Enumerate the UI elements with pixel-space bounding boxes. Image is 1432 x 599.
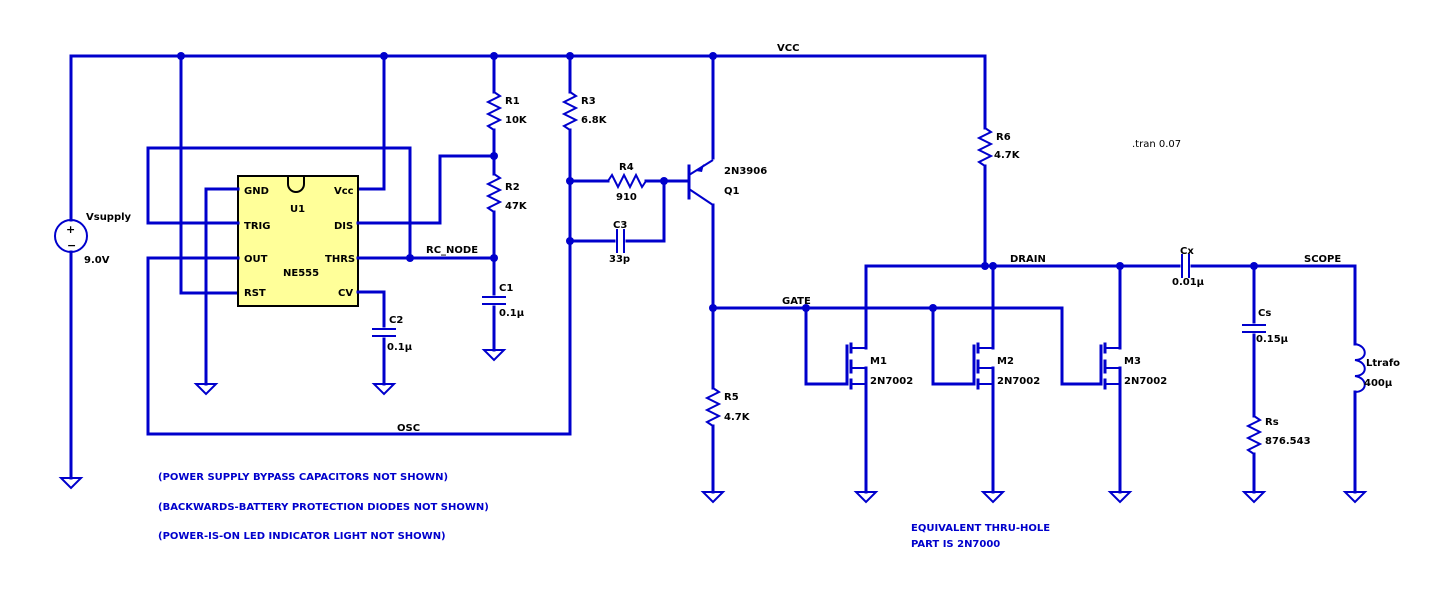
cs-value: 0.15µ [1256, 334, 1289, 345]
rs-value: 876.543 [1265, 436, 1311, 447]
r5-value: 4.7K [724, 412, 751, 423]
r5-resistor [704, 387, 722, 427]
r3-resistor [561, 91, 579, 131]
pin-cv: CV [338, 288, 353, 299]
pin-trig: TRIG [244, 221, 270, 232]
vsupply-value: 9.0V [84, 255, 110, 266]
c1-name: C1 [499, 283, 513, 294]
svg-text:−: − [67, 239, 76, 252]
m2-part: 2N7002 [997, 376, 1040, 387]
pin-gnd: GND [244, 186, 269, 197]
cx-name: Cx [1180, 246, 1194, 257]
pin-thrs: THRS [325, 254, 355, 265]
r3-name: R3 [581, 96, 596, 107]
r2-name: R2 [505, 182, 520, 193]
pin-rst: RST [244, 288, 266, 299]
m3-part: 2N7002 [1124, 376, 1167, 387]
r6-resistor [976, 127, 994, 167]
ic-wiring [146, 146, 572, 436]
r6-value: 4.7K [994, 150, 1021, 161]
ic-ref: U1 [290, 204, 305, 215]
net-label-osc: OSC [397, 423, 420, 434]
ltrafo-value: 400µ [1364, 378, 1393, 389]
note-protection: (BACKWARDS-BATTERY PROTECTION DIODES NOT… [158, 502, 489, 513]
m3-name: M3 [1124, 356, 1141, 367]
pin-out: OUT [244, 254, 268, 265]
pin-vcc: Vcc [334, 186, 354, 197]
cx-value: 0.01µ [1172, 277, 1205, 288]
m1-part: 2N7002 [870, 376, 913, 387]
ic-part: NE555 [283, 268, 319, 279]
net-label-gate: GATE [782, 296, 811, 307]
ltrafo-inductor [1354, 343, 1366, 393]
equiv-note-line1: EQUIVALENT THRU-HOLE [911, 523, 1050, 534]
r1-value: 10K [505, 115, 528, 126]
rs-resistor [1245, 415, 1263, 455]
note-bypass: (POWER SUPPLY BYPASS CAPACITORS NOT SHOW… [158, 472, 448, 483]
m2-mosfet [931, 264, 1006, 504]
c1-value: 0.1µ [499, 308, 525, 319]
m1-mosfet [804, 264, 879, 504]
m3-mosfet [1060, 264, 1133, 504]
q1-part: 2N3906 [724, 166, 767, 177]
r4-value: 910 [616, 192, 637, 203]
cs-name: Cs [1258, 308, 1271, 319]
vcc-rail [69, 52, 987, 480]
c2-name: C2 [389, 315, 403, 326]
svg-text:+: + [66, 223, 75, 236]
vsupply-name: Vsupply [86, 212, 132, 223]
pin-dis: DIS [334, 221, 353, 232]
r1-resistor [485, 91, 503, 131]
q1-name: Q1 [724, 186, 740, 197]
q1-transistor [687, 159, 714, 206]
net-label-rc-node: RC_NODE [426, 245, 478, 256]
note-led: (POWER-IS-ON LED INDICATOR LIGHT NOT SHO… [158, 531, 446, 542]
net-label-vcc: VCC [777, 43, 799, 54]
ground-symbol [58, 477, 84, 490]
r4-name: R4 [619, 162, 634, 173]
m2-name: M2 [997, 356, 1014, 367]
c3-value: 33p [609, 254, 630, 265]
rs-name: Rs [1265, 417, 1279, 428]
r1-name: R1 [505, 96, 520, 107]
vsupply-source: + − [54, 219, 88, 253]
ltrafo-name: Ltrafo [1366, 358, 1400, 369]
m1-name: M1 [870, 356, 887, 367]
r3-value: 6.8K [581, 115, 608, 126]
r4-resistor [607, 172, 647, 190]
r5-name: R5 [724, 392, 739, 403]
r6-name: R6 [996, 132, 1011, 143]
net-label-drain: DRAIN [1010, 254, 1046, 265]
net-label-scope: SCOPE [1304, 254, 1341, 265]
c3-name: C3 [613, 220, 627, 231]
c2-value: 0.1µ [387, 342, 413, 353]
r2-resistor [485, 173, 503, 213]
r2-value: 47K [505, 201, 528, 212]
spice-directive: .tran 0.07 [1132, 139, 1181, 150]
equiv-note-line2: PART IS 2N7000 [911, 539, 1000, 550]
ne555-body [237, 175, 359, 307]
